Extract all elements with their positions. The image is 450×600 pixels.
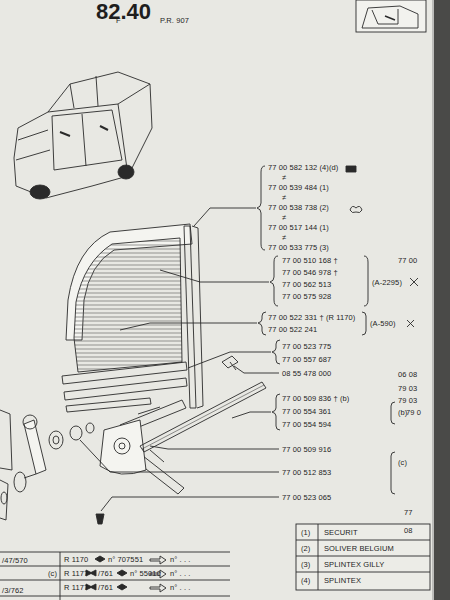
page-code: F	[116, 16, 121, 25]
serial-note: /761	[98, 569, 113, 578]
part-number: 77 00 512 853	[282, 468, 331, 477]
part-number: 79 0	[406, 408, 421, 417]
page-number: 82.40	[96, 0, 151, 24]
part-number: 77 00 522 331 † (R 1170)	[268, 313, 355, 322]
serial-note: n° . . .	[170, 583, 190, 592]
serial-note: n° . . .	[170, 569, 190, 578]
part-number: 77 00 533 775 (3)	[268, 243, 329, 252]
part-number: 77 00 522 241	[268, 325, 317, 334]
part-number: 77 00 523 065	[282, 493, 331, 502]
serial-note: R 1177	[64, 569, 88, 578]
serial-note: /3/762	[2, 586, 23, 595]
serial-note: n° 707551	[108, 555, 143, 564]
part-number: 77 00 562 513	[282, 280, 331, 289]
dimension-note: (A-2295)	[372, 278, 402, 287]
part-number: 08	[404, 526, 413, 535]
part-number: 77 00 539 484 (1)	[268, 183, 329, 192]
part-number: 77 00 517 144 (1)	[268, 223, 329, 232]
part-number: 77 00 509 836 † (b)	[282, 394, 349, 403]
part-number: 79 03	[398, 384, 417, 393]
part-number: (c)	[398, 458, 407, 467]
serial-note: /761	[98, 583, 113, 592]
part-number: 77	[404, 508, 413, 517]
part-number: 77 00	[398, 256, 417, 265]
supplier-key: SOLIVER BELGIUM	[324, 544, 394, 553]
serial-note: n° . . .	[170, 555, 190, 564]
supplier-key: (2)	[301, 544, 310, 553]
part-number: 77 00 523 775	[282, 342, 331, 351]
part-number: 77 00 554 594	[282, 420, 331, 429]
part-number: 08 55 478 000	[282, 369, 331, 378]
serial-note: (c)	[48, 569, 57, 578]
interchange-mark: ≠	[282, 173, 286, 182]
interchange-mark: ≠	[282, 193, 286, 202]
part-number: 06 08	[398, 370, 417, 379]
part-number: 77 00 546 978 †	[282, 268, 338, 277]
part-number: 77 00 509 916	[282, 445, 331, 454]
part-number: 79 03	[398, 396, 417, 405]
interchange-mark: ≠	[282, 233, 286, 242]
part-number: 77 00 554 361	[282, 407, 331, 416]
serial-note: /47/570	[2, 556, 28, 565]
serial-note: n° 55010	[130, 569, 161, 578]
part-number: 77 00 582 132 (4)(d)	[268, 163, 338, 172]
supplier-key: SPLINTEX GILLY	[324, 560, 384, 569]
supplier-key: (4)	[301, 576, 310, 585]
page-ref: P.R. 907	[160, 16, 189, 25]
part-number: 77 00 538 738 (2)	[268, 203, 329, 212]
supplier-key: SECURIT	[324, 528, 358, 537]
serial-note: R 1177	[64, 583, 88, 592]
dimension-note: (A-590)	[370, 319, 396, 328]
part-number: 77 00 510 168 †	[282, 256, 338, 265]
serial-note: R 1170	[64, 555, 88, 564]
interchange-mark: ≠	[282, 213, 286, 222]
part-number: 77 00 575 928	[282, 292, 331, 301]
supplier-key: SPLINTEX	[324, 576, 361, 585]
supplier-key: (3)	[301, 560, 310, 569]
part-number: 77 00 557 687	[282, 355, 331, 364]
supplier-key: (1)	[301, 528, 310, 537]
